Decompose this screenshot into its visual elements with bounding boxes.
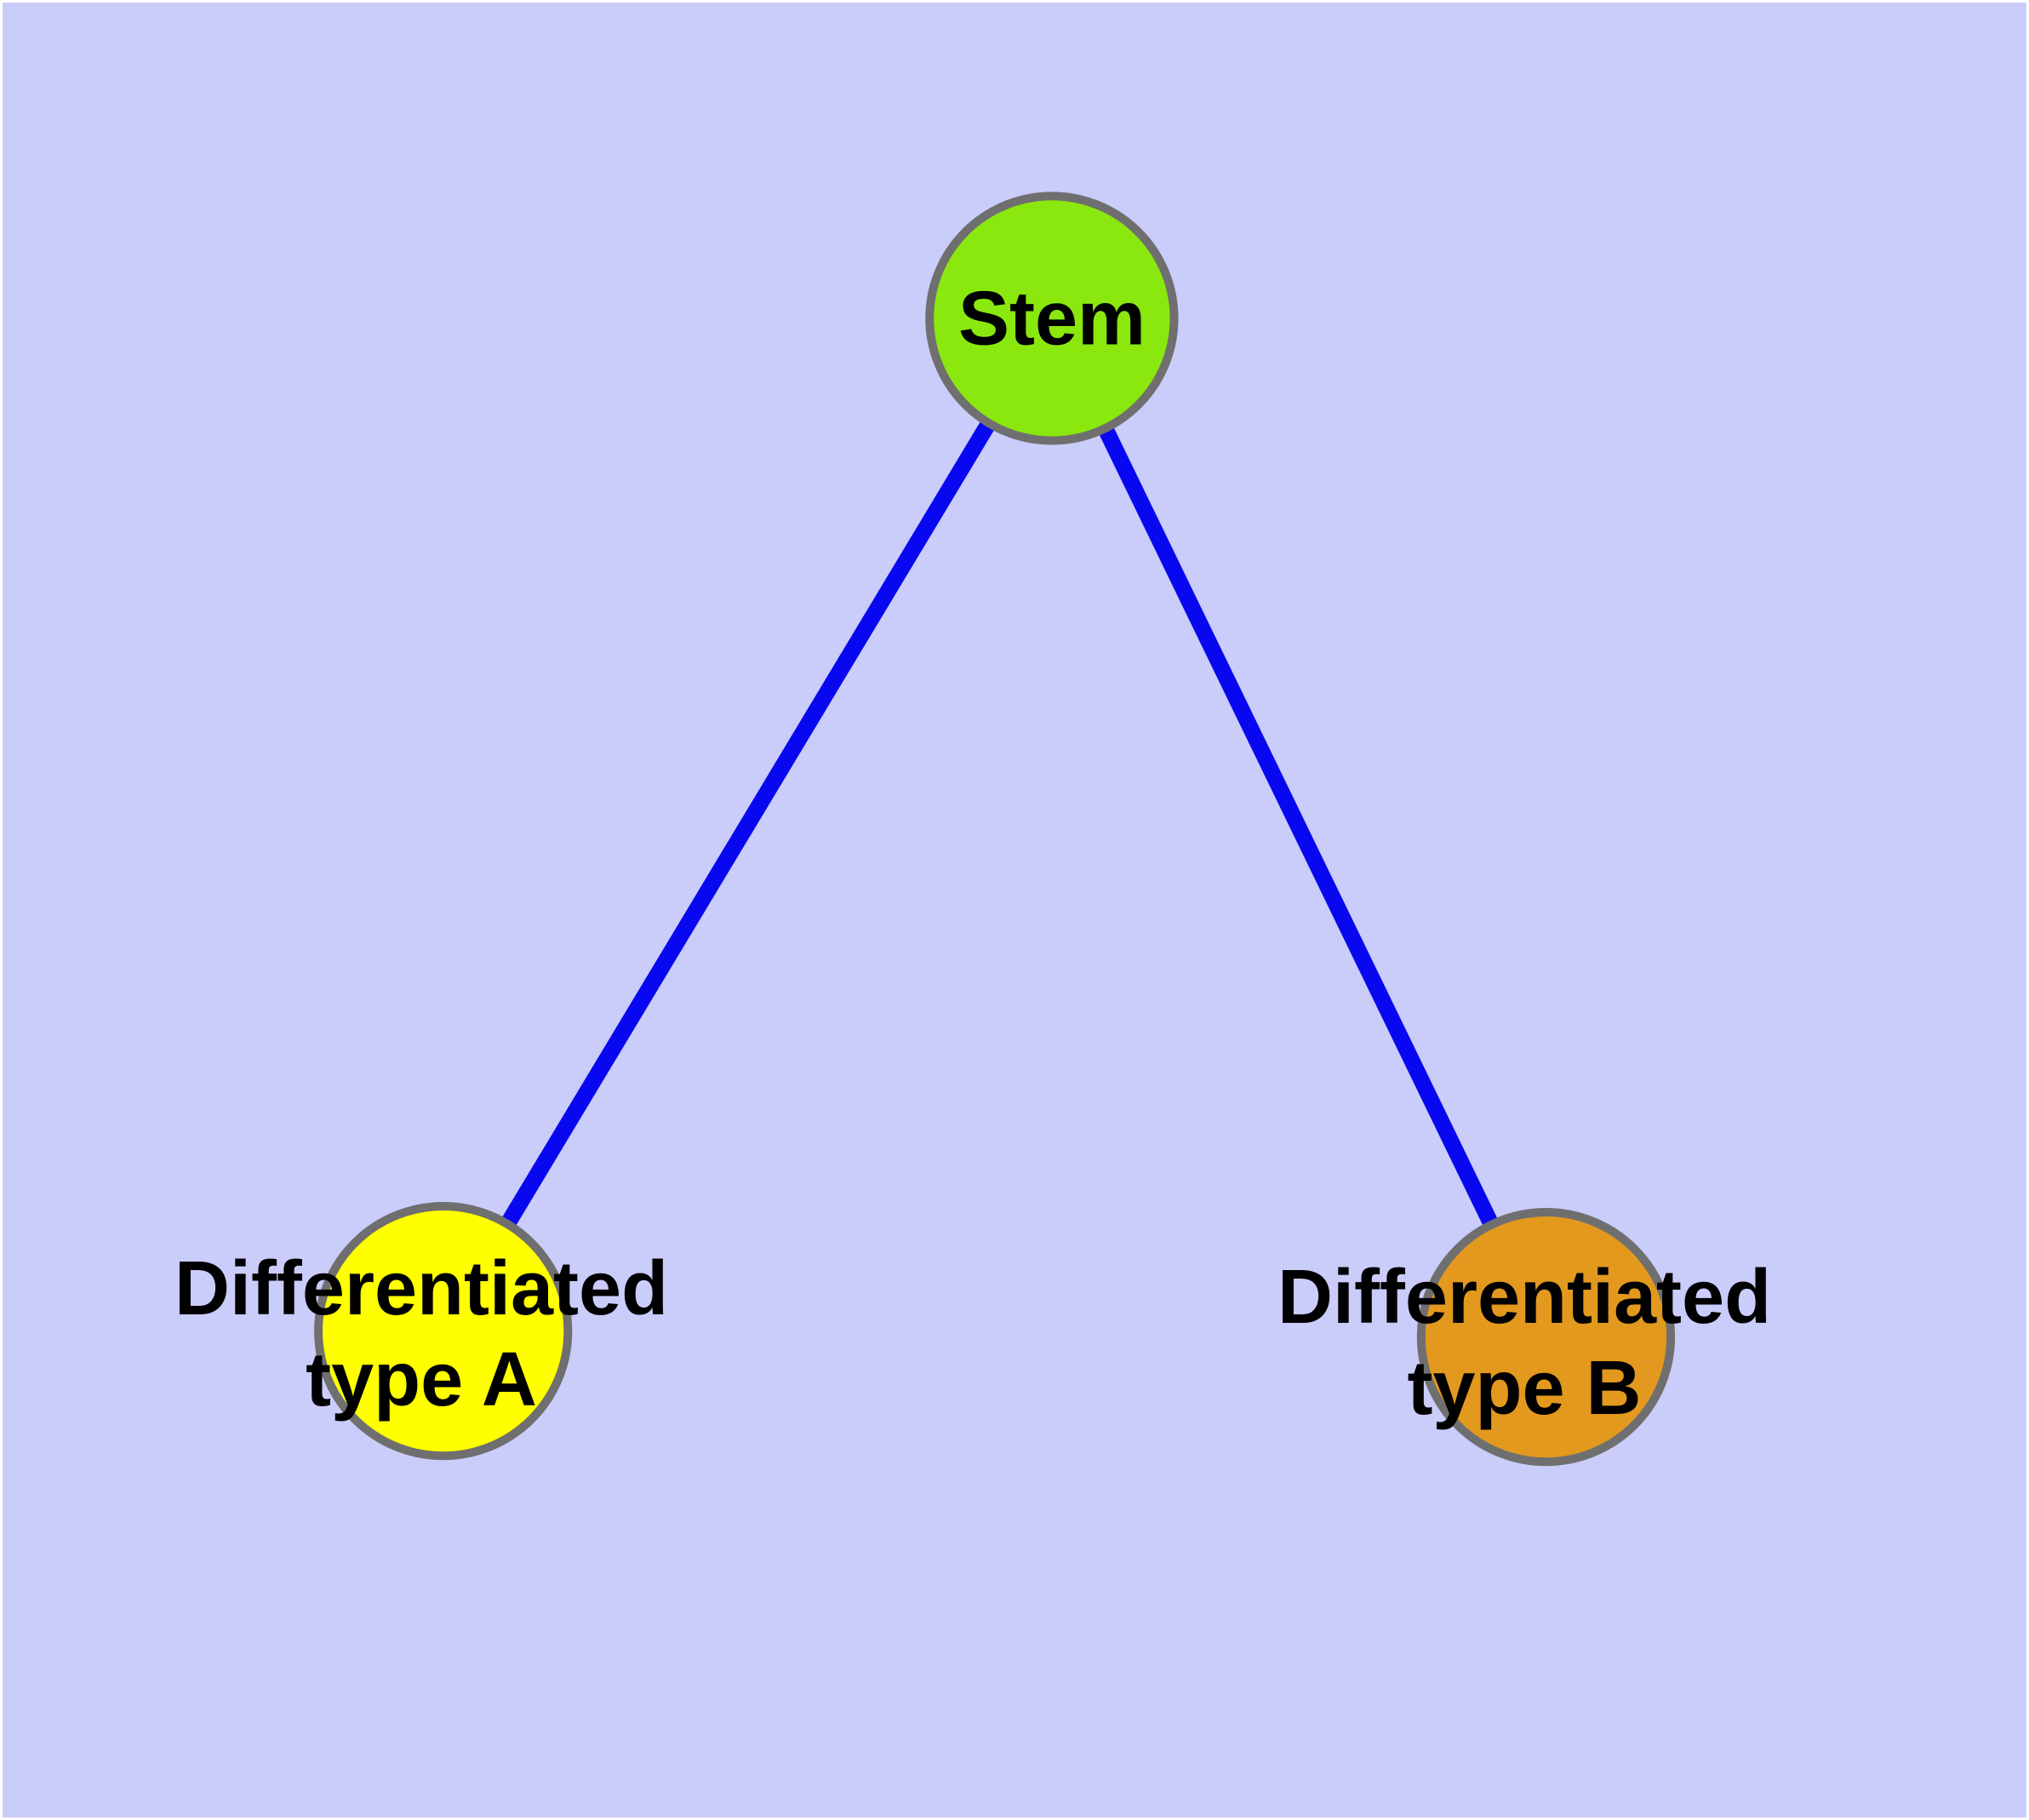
- edge-stem-to-type-a: [436, 314, 1060, 1336]
- node-stem-circle: [925, 192, 1179, 445]
- diagram-canvas: Stem Differentiated type A Differentiate…: [3, 3, 2026, 1817]
- node-type-a-label-line1: Differentiated: [174, 1246, 669, 1331]
- node-stem-label: Stem: [957, 276, 1146, 362]
- node-type-b-label-line2: type B: [1407, 1346, 1642, 1431]
- node-type-a-label-line2: type A: [306, 1337, 537, 1422]
- node-type-a-circle: [314, 1202, 573, 1461]
- node-type-a-label: Differentiated type A: [174, 1244, 668, 1426]
- edge-stem-to-type-b: [1044, 314, 1553, 1341]
- graph-svg: [314, 192, 1676, 1467]
- node-type-b-label-line1: Differentiated: [1277, 1255, 1772, 1340]
- node-type-b-label: Differentiated type B: [1277, 1252, 1771, 1434]
- node-type-b-circle: [1416, 1208, 1676, 1467]
